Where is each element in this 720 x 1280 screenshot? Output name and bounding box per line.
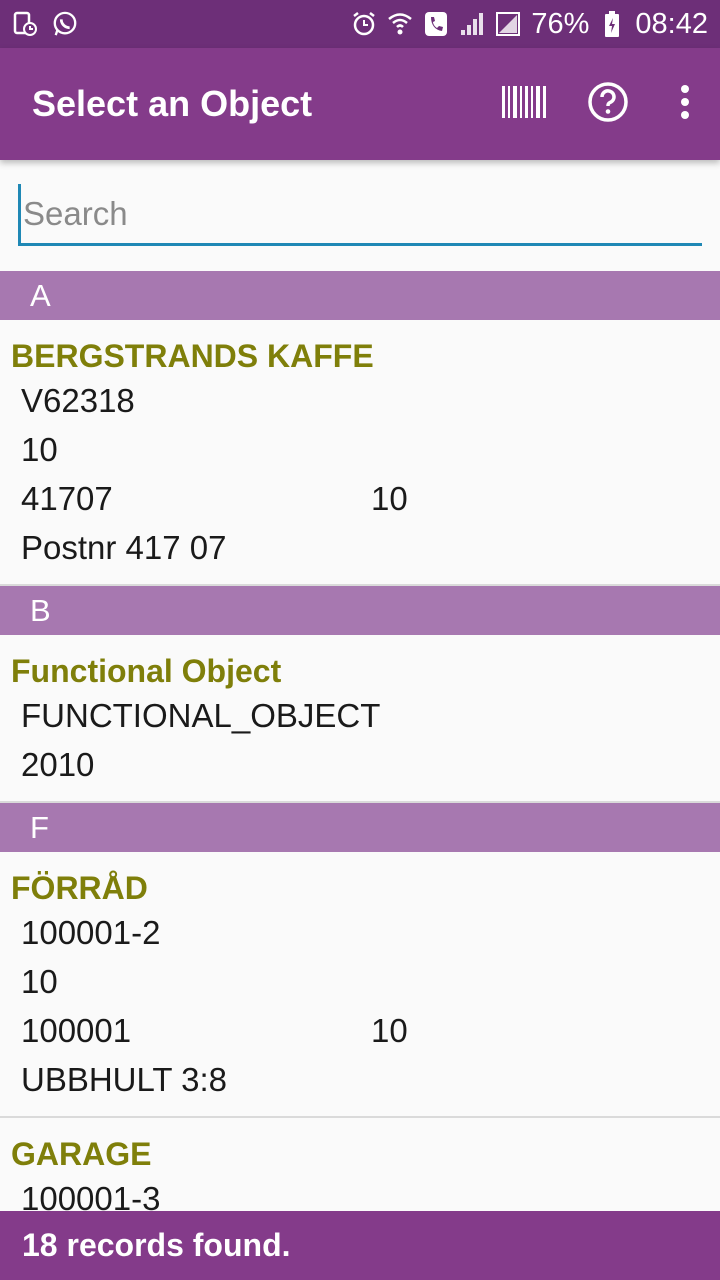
- item-detail-line: 41707 10: [0, 474, 720, 523]
- search-input[interactable]: [18, 184, 702, 243]
- item-name: GARAGE: [11, 1136, 152, 1172]
- search-field: [18, 184, 702, 246]
- records-count-bar: 18 records found.: [0, 1211, 720, 1280]
- section-header-a: A: [0, 271, 720, 320]
- item-detail-line: 100001-2: [0, 908, 720, 957]
- item-detail-line: Postnr 417 07: [0, 523, 720, 572]
- signal-icon: [459, 11, 485, 37]
- help-icon: [587, 81, 629, 128]
- item-detail-line: 100001-3: [0, 1174, 720, 1223]
- item-detail-line: 100001 10: [0, 1006, 720, 1055]
- item-detail-value: FUNCTIONAL_OBJECT: [21, 697, 381, 734]
- item-detail-value: 100001-3: [21, 1180, 161, 1217]
- item-detail-line: FUNCTIONAL_OBJECT: [0, 691, 720, 740]
- item-detail-line: UBBHULT 3:8: [0, 1055, 720, 1104]
- page-title: Select an Object: [32, 83, 313, 124]
- whatsapp-icon: [52, 11, 78, 37]
- item-name: BERGSTRANDS KAFFE: [11, 338, 374, 374]
- app-bar: Select an Object: [0, 48, 720, 160]
- alarm-icon: [351, 11, 377, 37]
- more-vert-icon: [680, 84, 690, 125]
- scan-barcode-button[interactable]: [482, 62, 566, 146]
- clock: 08:42: [635, 7, 708, 40]
- item-detail-secondary-value: 10: [371, 480, 408, 517]
- call-icon: [423, 11, 449, 37]
- help-button[interactable]: [566, 62, 650, 146]
- item-detail-value: V62318: [21, 382, 135, 419]
- item-detail-value: 100001-2: [21, 914, 161, 951]
- item-detail-value: UBBHULT 3:8: [21, 1061, 228, 1098]
- section-header-f: F: [0, 803, 720, 852]
- wifi-calling-icon: [387, 11, 413, 37]
- item-detail-value: 41707: [21, 480, 113, 517]
- phone-history-icon: [12, 11, 38, 37]
- battery-percent: 76%: [531, 7, 590, 40]
- battery-charging-icon: [599, 11, 625, 37]
- item-detail-value: 100001: [21, 1012, 132, 1049]
- overflow-menu-button[interactable]: [650, 62, 720, 146]
- item-detail-line: V62318: [0, 376, 720, 425]
- item-name: Functional Object: [11, 653, 282, 689]
- item-detail-line: 2010: [0, 740, 720, 789]
- barcode-icon: [502, 85, 546, 123]
- item-detail-line: 10: [0, 957, 720, 1006]
- section-header-b: B: [0, 586, 720, 635]
- item-detail-value: 10: [21, 431, 58, 468]
- status-bar: 76% 08:42: [0, 0, 720, 48]
- no-sim-signal-icon: [495, 11, 521, 37]
- item-detail-secondary-value: 10: [371, 1012, 408, 1049]
- item-detail-value: Postnr 417 07: [21, 529, 227, 566]
- item-detail-value: 2010: [21, 746, 95, 783]
- item-name: FÖRRÅD: [11, 870, 148, 906]
- records-count-text: 18 records found.: [22, 1227, 291, 1263]
- item-detail-line: 10: [0, 425, 720, 474]
- item-detail-value: 10: [21, 963, 58, 1000]
